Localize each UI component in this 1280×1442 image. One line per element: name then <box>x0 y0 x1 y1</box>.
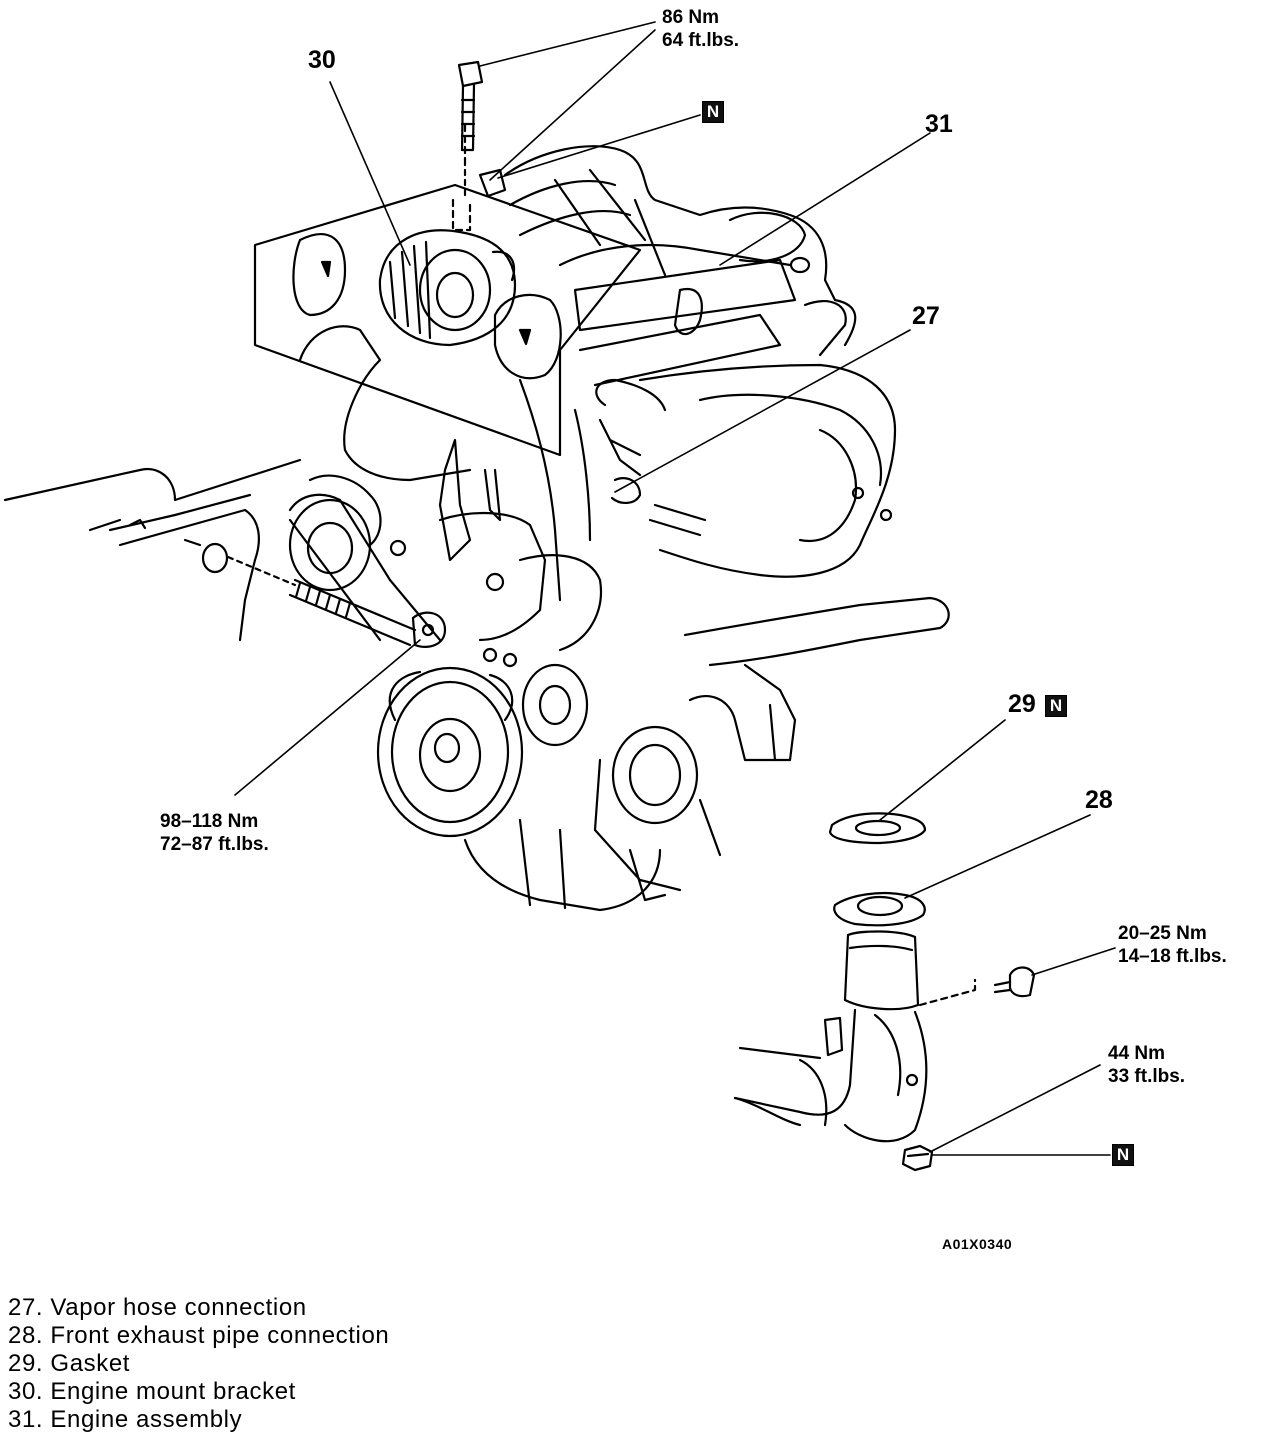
torque-spec-nut: 44 Nm 33 ft.lbs. <box>1108 1042 1185 1088</box>
torque-left-nm: 98–118 Nm <box>160 811 259 832</box>
torque-spec-top: 86 Nm 64 ft.lbs. <box>662 6 739 52</box>
torque-low-nm: 44 Nm <box>1108 1043 1166 1064</box>
engine-assembly-drawing <box>3 60 950 912</box>
new-part-symbol-top: N <box>702 101 724 123</box>
new-part-symbol-gasket: N <box>1045 695 1067 717</box>
legend-item-28: 28. Front exhaust pipe connection <box>8 1322 390 1349</box>
through-bolt-drawing <box>226 555 447 648</box>
torque-mid-ft: 14–18 ft.lbs. <box>1118 946 1227 967</box>
callout-28: 28 <box>1085 786 1113 814</box>
torque-spec-left: 98–118 Nm 72–87 ft.lbs. <box>160 810 269 856</box>
callout-29: 29 <box>1008 690 1036 718</box>
leader-lines <box>234 21 1116 1156</box>
torque-low-ft: 33 ft.lbs. <box>1108 1066 1186 1087</box>
torque-top-ft: 64 ft.lbs. <box>662 30 740 51</box>
parts-legend: 27. Vapor hose connection 28. Front exha… <box>8 1294 389 1434</box>
callout-27: 27 <box>912 302 940 330</box>
crank-pulley-drawing <box>376 666 524 838</box>
gasket-drawing <box>828 812 927 845</box>
torque-left-ft: 72–87 ft.lbs. <box>160 834 269 855</box>
legend-item-29: 29. Gasket <box>8 1350 131 1377</box>
front-exhaust-pipe-drawing <box>733 891 928 1143</box>
figure-id: A01X0340 <box>942 1236 1013 1252</box>
legend-item-31: 31. Engine assembly <box>8 1406 243 1433</box>
legend-item-27: 27. Vapor hose connection <box>8 1294 307 1321</box>
new-part-symbol-nut: N <box>1112 1144 1134 1166</box>
callout-31: 31 <box>925 110 953 138</box>
callout-30: 30 <box>308 46 336 74</box>
legend-item-30: 30. Engine mount bracket <box>8 1378 296 1405</box>
flange-nut-drawing <box>901 1144 934 1172</box>
flange-bolt-drawing <box>918 966 1036 1007</box>
mount-bushing-drawing <box>378 229 517 347</box>
engine-exploded-diagram <box>3 21 1116 1172</box>
top-bolt-drawing <box>457 60 507 202</box>
torque-spec-flange-bolt: 20–25 Nm 14–18 ft.lbs. <box>1118 922 1227 968</box>
torque-top-nm: 86 Nm <box>662 7 720 28</box>
torque-mid-nm: 20–25 Nm <box>1118 923 1207 944</box>
